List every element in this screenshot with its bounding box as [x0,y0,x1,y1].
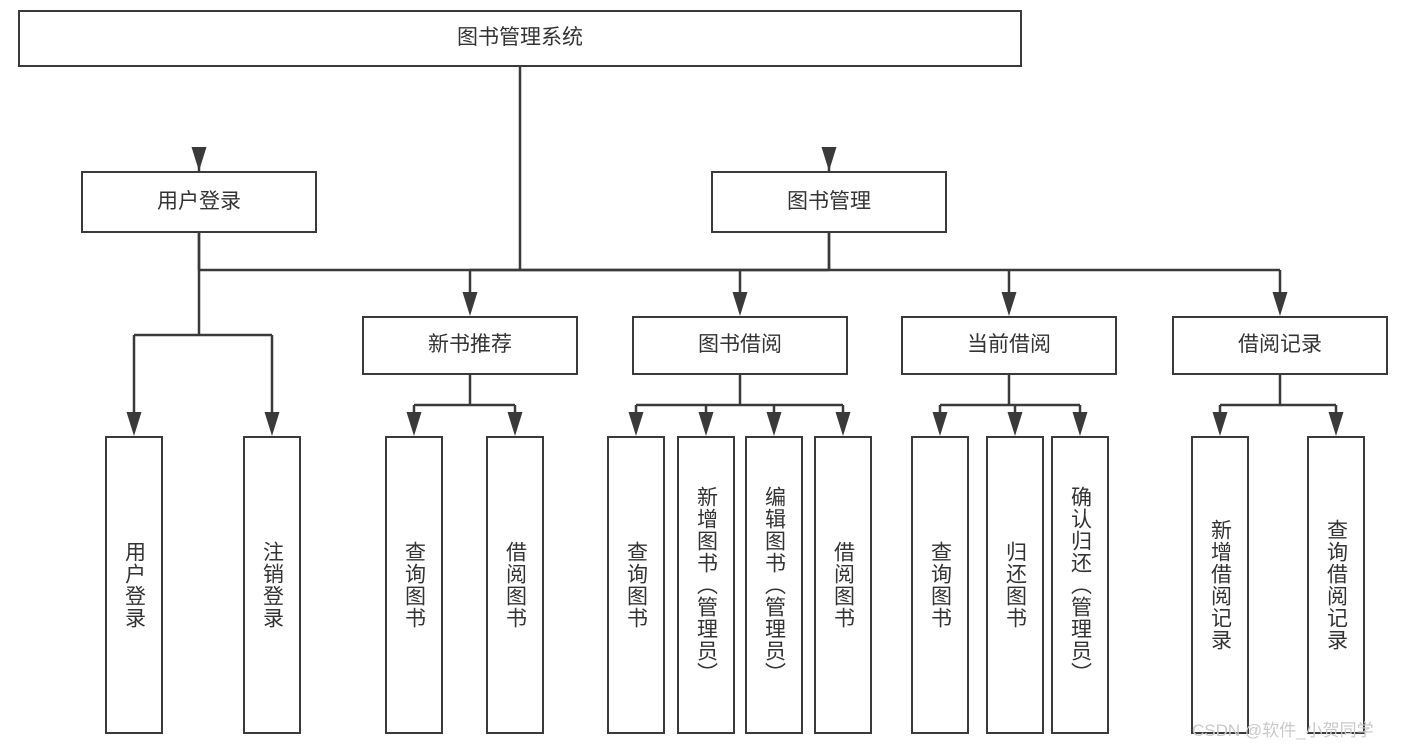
node-label-user-login: 用户登录 [157,189,241,213]
node-label-leaf-confirm-return: 确认归还（管理员） [1068,486,1092,684]
edge-book-borrow-to-leaf-add-book-head [698,412,714,436]
edge-user-login-to-leaf-user-logout-head [264,412,280,436]
edge-book-manage-to-borrow-record-head [1272,292,1288,316]
node-user-login[interactable]: 用户登录 [81,171,317,233]
node-label-leaf-borrow-book-2: 借阅图书 [831,541,855,629]
node-leaf-add-book[interactable]: 新增图书（管理员） [677,436,735,734]
edge-root-to-book-manage-head [821,147,837,171]
node-leaf-confirm-return[interactable]: 确认归还（管理员） [1051,436,1109,734]
edge-borrow-record-to-leaf-add-record-head [1212,412,1228,436]
node-leaf-borrow-book-1[interactable]: 借阅图书 [486,436,544,734]
edge-current-borrow-to-leaf-return-book-head [1007,412,1023,436]
edge-user-login-to-leaf-user-login-head [126,412,142,436]
node-label-leaf-query-record: 查询借阅记录 [1324,519,1348,651]
node-label-leaf-return-book: 归还图书 [1003,541,1027,629]
edge-new-book-rec-to-leaf-query-book-1-head [406,412,422,436]
node-label-new-book-rec: 新书推荐 [428,333,512,357]
node-root[interactable]: 图书管理系统 [18,10,1022,67]
node-book-manage[interactable]: 图书管理 [711,171,947,233]
node-leaf-query-book-1[interactable]: 查询图书 [385,436,443,734]
edge-book-manage-to-new-book-rec-head [462,292,478,316]
node-borrow-record[interactable]: 借阅记录 [1172,316,1388,375]
node-leaf-query-book-3[interactable]: 查询图书 [911,436,969,734]
node-label-root: 图书管理系统 [457,26,583,50]
node-book-borrow[interactable]: 图书借阅 [632,316,848,375]
node-leaf-query-record[interactable]: 查询借阅记录 [1307,436,1365,734]
node-label-leaf-user-logout: 注销登录 [260,541,284,629]
edge-root-to-user-login-head [191,147,207,171]
node-leaf-add-record[interactable]: 新增借阅记录 [1191,436,1249,734]
edge-current-borrow-to-leaf-query-book-3-head [932,412,948,436]
node-current-borrow[interactable]: 当前借阅 [901,316,1117,375]
node-label-book-borrow: 图书借阅 [698,333,782,357]
node-leaf-user-logout[interactable]: 注销登录 [243,436,301,734]
node-label-leaf-query-book-2: 查询图书 [624,541,648,629]
edge-current-borrow-to-leaf-confirm-return-head [1072,412,1088,436]
node-label-leaf-query-book-1: 查询图书 [402,541,426,629]
node-label-leaf-add-book: 新增图书（管理员） [694,486,718,684]
edge-new-book-rec-to-leaf-borrow-book-1-head [507,412,523,436]
edge-borrow-record-to-leaf-query-record-head [1328,412,1344,436]
edge-book-manage-to-current-borrow-head [1001,292,1017,316]
node-leaf-edit-book[interactable]: 编辑图书（管理员） [745,436,803,734]
node-label-leaf-add-record: 新增借阅记录 [1208,519,1232,651]
node-leaf-borrow-book-2[interactable]: 借阅图书 [814,436,872,734]
edge-book-borrow-to-leaf-query-book-2-head [628,412,644,436]
edge-book-manage-to-book-borrow-head [732,292,748,316]
node-label-borrow-record: 借阅记录 [1238,333,1322,357]
node-new-book-rec[interactable]: 新书推荐 [362,316,578,375]
node-leaf-return-book[interactable]: 归还图书 [986,436,1044,734]
node-label-leaf-query-book-3: 查询图书 [928,541,952,629]
node-label-current-borrow: 当前借阅 [967,333,1051,357]
edge-book-borrow-to-leaf-borrow-book-2-head [835,412,851,436]
node-label-leaf-borrow-book-1: 借阅图书 [503,541,527,629]
node-label-book-manage: 图书管理 [787,189,871,213]
node-label-leaf-edit-book: 编辑图书（管理员） [762,486,786,684]
node-label-leaf-user-login: 用户登录 [122,541,146,629]
node-leaf-query-book-2[interactable]: 查询图书 [607,436,665,734]
node-leaf-user-login[interactable]: 用户登录 [105,436,163,734]
edge-book-borrow-to-leaf-edit-book-head [766,412,782,436]
